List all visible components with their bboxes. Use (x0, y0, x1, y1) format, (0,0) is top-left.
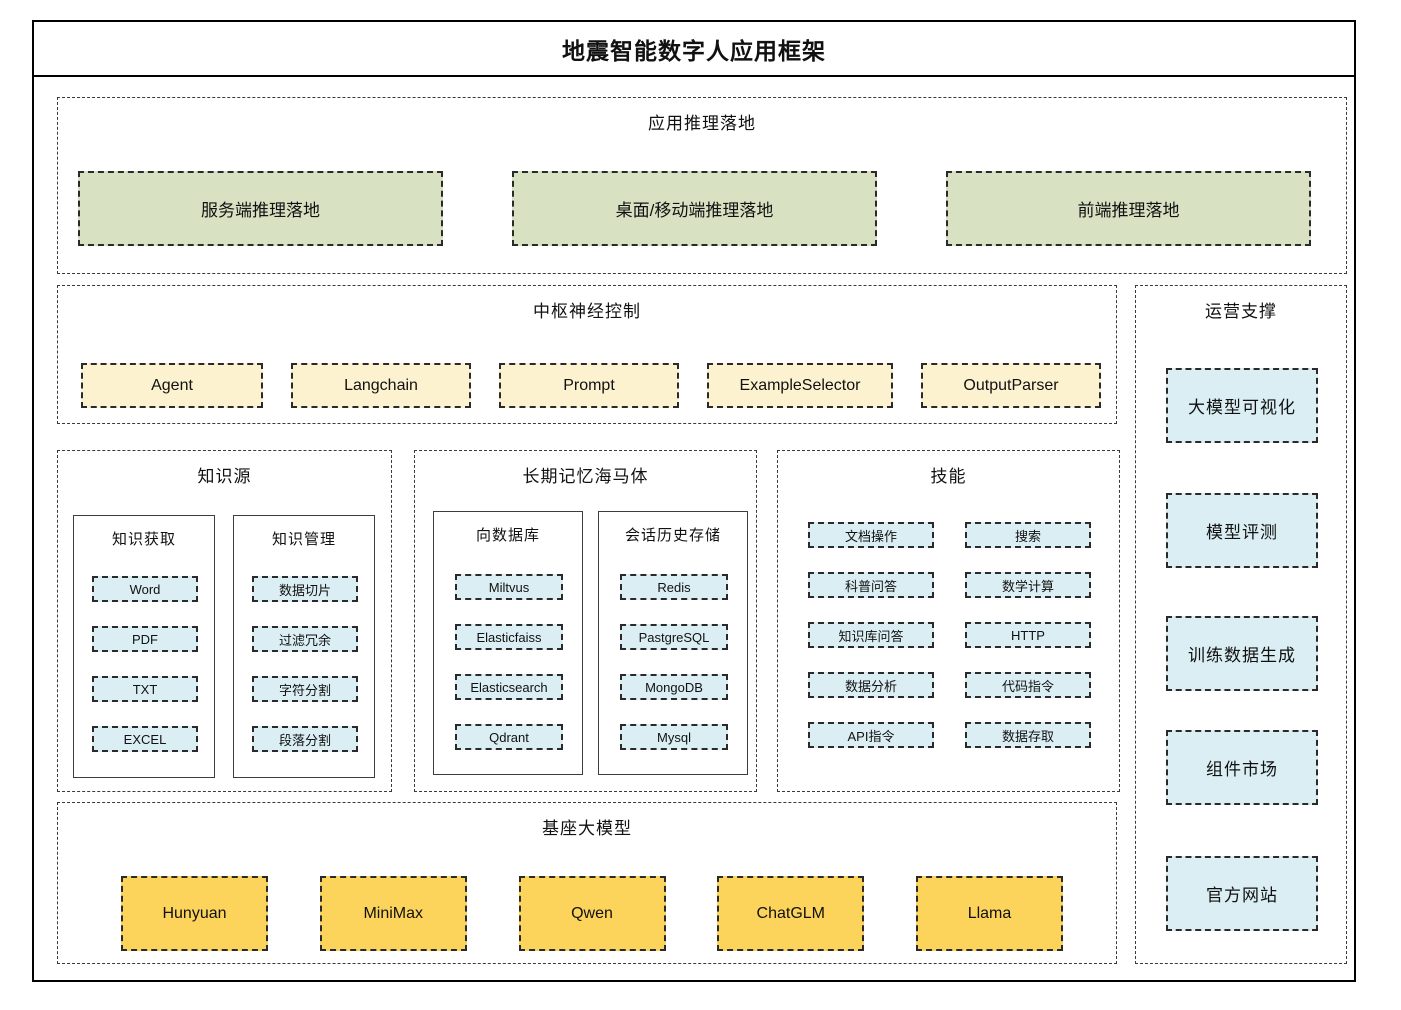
neural-control-row: Agent Langchain Prompt ExampleSelector O… (81, 363, 1101, 408)
box-excel: EXCEL (92, 726, 198, 752)
base-models-row: Hunyuan MiniMax Qwen ChatGLM Llama (121, 876, 1063, 951)
box-http: HTTP (965, 622, 1091, 648)
box-model-evaluation: 模型评测 (1166, 493, 1318, 568)
box-postgresql: PastgreSQL (620, 624, 728, 650)
box-elasticsearch: Elasticsearch (455, 674, 563, 700)
box-llm-visualization: 大模型可视化 (1166, 368, 1318, 443)
box-output-parser: OutputParser (921, 363, 1101, 408)
box-code-command: 代码指令 (965, 672, 1091, 698)
section-operations-support-title: 运营支撑 (1205, 302, 1277, 321)
box-char-split: 字符分割 (252, 676, 358, 702)
section-app-inference: 应用推理落地 服务端推理落地 桌面/移动端推理落地 前端推理落地 (57, 97, 1347, 274)
app-inference-row: 服务端推理落地 桌面/移动端推理落地 前端推理落地 (78, 171, 1311, 246)
box-doc-operation: 文档操作 (808, 522, 934, 548)
group-session-history-storage-title: 会话历史存储 (624, 527, 721, 544)
box-agent: Agent (81, 363, 263, 408)
section-operations-support: 运营支撑 大模型可视化 模型评测 训练数据生成 组件市场 官方网站 (1135, 285, 1347, 964)
section-knowledge-source-title: 知识源 (197, 467, 252, 486)
group-vector-database-title: 向数据库 (475, 527, 540, 544)
box-data-analysis: 数据分析 (808, 672, 934, 698)
group-knowledge-acquisition: 知识获取 Word PDF TXT EXCEL (73, 515, 215, 778)
box-qwen: Qwen (518, 876, 666, 951)
box-server-inference: 服务端推理落地 (78, 171, 443, 246)
section-skills-title: 技能 (930, 467, 967, 486)
box-chatglm: ChatGLM (717, 876, 865, 951)
box-elasticfaiss: Elasticfaiss (455, 624, 563, 650)
section-long-term-memory-title: 长期记忆海马体 (522, 467, 649, 486)
box-txt: TXT (92, 676, 198, 702)
box-mysql: Mysql (620, 724, 728, 750)
group-vector-database: 向数据库 Miltvus Elasticfaiss Elasticsearch … (433, 511, 583, 775)
section-base-models-title: 基座大模型 (542, 819, 632, 838)
box-frontend-inference: 前端推理落地 (946, 171, 1311, 246)
section-skills: 技能 文档操作 科普问答 知识库问答 数据分析 API指令 搜索 数学计算 HT… (777, 450, 1120, 792)
box-redis: Redis (620, 574, 728, 600)
box-qdrant: Qdrant (455, 724, 563, 750)
section-long-term-memory: 长期记忆海马体 向数据库 Miltvus Elasticfaiss Elasti… (414, 450, 757, 792)
box-word: Word (92, 576, 198, 602)
box-milvus: Miltvus (455, 574, 563, 600)
section-neural-control: 中枢神经控制 Agent Langchain Prompt ExampleSel… (57, 285, 1117, 424)
section-app-inference-title: 应用推理落地 (648, 114, 756, 133)
group-knowledge-acquisition-title: 知识获取 (111, 531, 176, 548)
section-neural-control-title: 中枢神经控制 (533, 302, 641, 321)
box-desktop-mobile-inference: 桌面/移动端推理落地 (512, 171, 877, 246)
box-paragraph-split: 段落分割 (252, 726, 358, 752)
box-component-market: 组件市场 (1166, 730, 1318, 805)
box-official-website: 官方网站 (1166, 856, 1318, 931)
box-minimax: MiniMax (319, 876, 467, 951)
group-knowledge-management-title: 知识管理 (271, 531, 336, 548)
box-data-access: 数据存取 (965, 722, 1091, 748)
box-data-slicing: 数据切片 (252, 576, 358, 602)
section-base-models: 基座大模型 Hunyuan MiniMax Qwen ChatGLM Llama (57, 802, 1117, 964)
box-mongodb: MongoDB (620, 674, 728, 700)
section-knowledge-source: 知识源 知识获取 Word PDF TXT EXCEL 知识管理 数据切片 过滤… (57, 450, 392, 792)
page-title: 地震智能数字人应用框架 (34, 22, 1354, 77)
group-knowledge-management: 知识管理 数据切片 过滤冗余 字符分割 段落分割 (233, 515, 375, 778)
box-search: 搜索 (965, 522, 1091, 548)
box-science-qa: 科普问答 (808, 572, 934, 598)
box-knowledge-base-qa: 知识库问答 (808, 622, 934, 648)
box-api-command: API指令 (808, 722, 934, 748)
group-session-history-storage: 会话历史存储 Redis PastgreSQL MongoDB Mysql (598, 511, 748, 775)
outer-frame: 地震智能数字人应用框架 应用推理落地 服务端推理落地 桌面/移动端推理落地 前端… (32, 20, 1356, 982)
box-example-selector: ExampleSelector (707, 363, 893, 408)
box-langchain: Langchain (291, 363, 471, 408)
box-training-data-generation: 训练数据生成 (1166, 616, 1318, 691)
box-math-calc: 数学计算 (965, 572, 1091, 598)
box-pdf: PDF (92, 626, 198, 652)
box-llama: Llama (916, 876, 1063, 951)
box-filter-redundancy: 过滤冗余 (252, 626, 358, 652)
box-hunyuan: Hunyuan (121, 876, 268, 951)
box-prompt: Prompt (499, 363, 679, 408)
